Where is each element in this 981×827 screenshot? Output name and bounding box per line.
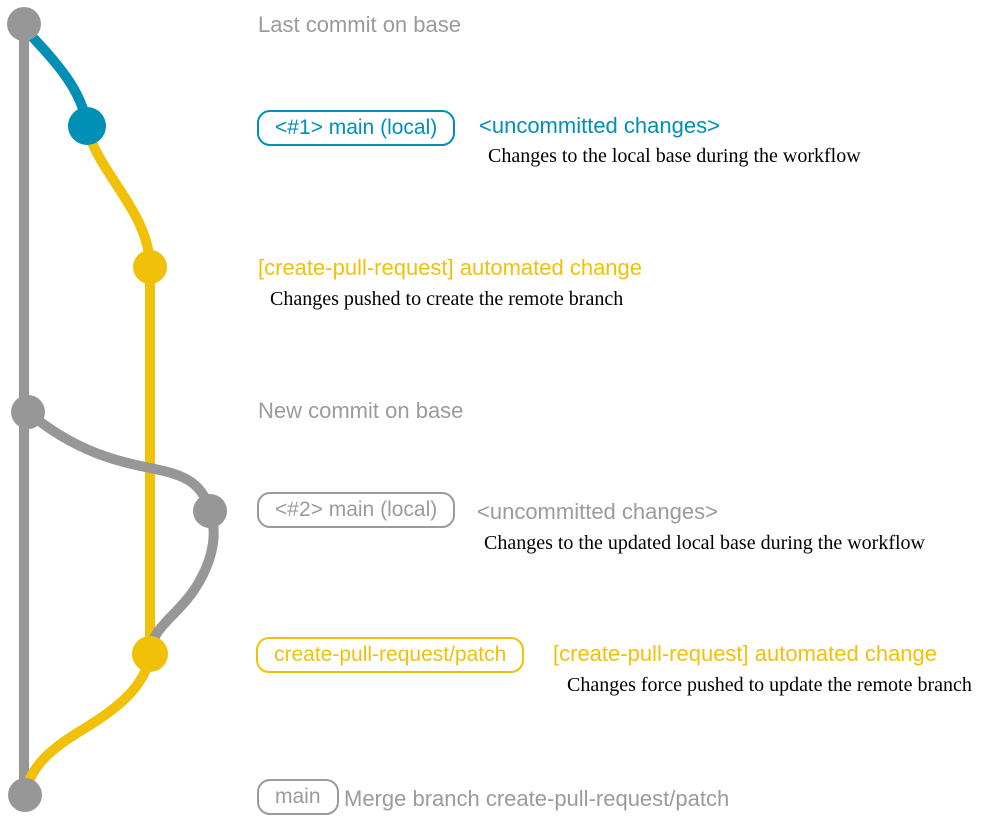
caption-merge: Merge branch create-pull-request/patch [344,786,730,811]
branch-badge-main: main [257,779,339,815]
branch-badge-main-local-2: <#2> main (local) [257,492,456,528]
commit-title-uncommitted-2: <uncommitted changes> [477,499,718,524]
caption-last-commit: Last commit on base [258,12,461,37]
git-graph [7,7,227,812]
commit-desc-automated-1: Changes pushed to create the remote bran… [270,288,624,310]
commit-title-automated-1: [create-pull-request] automated change [258,255,643,280]
commit-dot-merge [8,778,42,812]
commit-title-uncommitted-1: <uncommitted changes> [479,113,720,138]
commit-desc-uncommitted-1: Changes to the local base during the wor… [488,145,861,167]
branch-badge-main-local-1: <#1> main (local) [257,110,456,146]
commit-dot-last-base [7,7,41,41]
commit-desc-uncommitted-2: Changes to the updated local base during… [484,532,925,554]
commit-dot-uncommitted-1 [68,107,106,145]
commit-dot-uncommitted-2 [193,494,227,528]
commit-title-automated-2: [create-pull-request] automated change [553,641,938,666]
commit-dot-automated-2 [132,636,168,672]
commit-desc-automated-2: Changes force pushed to update the remot… [567,674,972,696]
branch-line-main-local-2 [23,407,215,516]
commit-dot-new-base [11,395,45,429]
caption-new-commit: New commit on base [258,398,464,423]
branch-badge-patch: create-pull-request/patch [256,637,525,673]
commit-dot-automated-1 [133,250,167,284]
branch-line-main2-to-patch [145,506,219,659]
branch-line-patch-start [82,121,155,272]
branch-line-patch-merge [20,649,155,800]
